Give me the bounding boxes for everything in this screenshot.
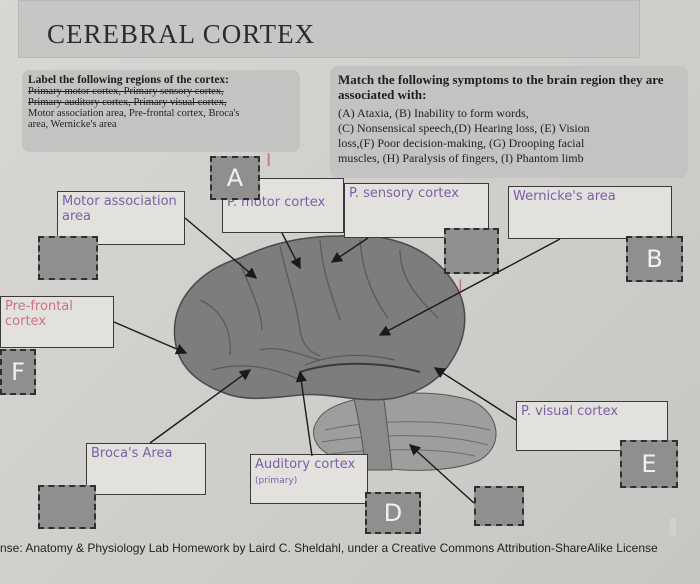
license-footer: nse: Anatomy & Physiology Lab Homework b… (0, 541, 658, 555)
label-broca[interactable]: Broca's Area (86, 443, 206, 495)
label-primary-sensory-text: P. sensory cortex (349, 186, 459, 201)
arrow-cerebellum (408, 444, 475, 504)
answer-box-cerebellum[interactable] (474, 486, 524, 526)
symptoms-instructions: Match the following symptoms to the brai… (330, 66, 688, 178)
answer-box-prefrontal[interactable]: F (0, 349, 36, 395)
label-motor-association-text: Motor association area (62, 194, 177, 224)
answer-box-wernicke[interactable]: B (626, 236, 683, 282)
arrow-prefrontal (113, 321, 188, 355)
regions-line-1: Primary motor cortex, Primary sensory co… (28, 86, 224, 97)
answer-box-motor-assoc[interactable] (38, 236, 98, 280)
label-auditory-text: Auditory cortex (255, 457, 356, 472)
arrow-wernicke (378, 238, 561, 336)
answer-wernicke: B (646, 245, 663, 273)
label-auditory-note: (primary) (255, 476, 298, 486)
regions-line-3: Motor association area, Pre-frontal cort… (28, 108, 240, 119)
label-prefrontal[interactable]: Pre-frontal cortex (0, 296, 114, 348)
symptoms-line-2: (C) Nonsensical speech,(D) Hearing loss,… (338, 121, 590, 135)
label-prefrontal-text: Pre-frontal cortex (5, 299, 73, 329)
answer-sensory-mark: I (458, 276, 463, 295)
answer-prefrontal: F (11, 358, 25, 386)
answer-box-motor[interactable]: A (210, 156, 260, 200)
regions-instructions: Label the following regions of the corte… (22, 70, 300, 152)
answer-motor: A (226, 164, 244, 192)
answer-box-visual[interactable]: E (620, 440, 678, 488)
arrow-motor-assoc (184, 217, 258, 279)
label-auditory[interactable]: Auditory cortex (primary) (250, 454, 368, 504)
symptoms-line-3: loss,(F) Poor decision-making, (G) Droop… (338, 136, 585, 150)
regions-line-2: Primary auditory cortex, Primary visual … (28, 97, 227, 108)
answer-auditory: D (383, 499, 403, 527)
arrow-visual (433, 367, 517, 421)
answer-box-auditory[interactable]: D (365, 492, 421, 534)
label-primary-visual[interactable]: P. visual cortex (516, 401, 668, 451)
label-primary-visual-text: P. visual cortex (521, 404, 619, 419)
page-title: CEREBRAL CORTEX (47, 19, 316, 49)
regions-heading: Label the following regions of the corte… (28, 74, 230, 86)
arrow-broca (149, 369, 252, 444)
answer-motor-mark: I (266, 150, 272, 171)
symptoms-line-4: muscles, (H) Paralysis of fingers, (I) P… (338, 151, 584, 165)
label-broca-text: Broca's Area (91, 446, 173, 461)
arrow-primary-sensory (330, 237, 369, 263)
title-bar: CEREBRAL CORTEX (18, 0, 640, 58)
answer-visual: E (641, 450, 657, 478)
symptoms-line-1: (A) Ataxia, (B) Inability to form words, (338, 106, 529, 120)
arrow-auditory (295, 370, 313, 457)
page-mark (670, 518, 676, 536)
symptoms-heading: Match the following symptoms to the brai… (338, 72, 664, 102)
label-wernicke-text: Wernicke's area (513, 189, 616, 204)
regions-line-4: area, Wernicke's area (28, 119, 117, 130)
answer-box-broca[interactable] (38, 485, 96, 529)
label-wernicke[interactable]: Wernicke's area (508, 186, 672, 239)
answer-box-sensory[interactable] (444, 228, 499, 274)
arrow-primary-motor (281, 232, 301, 270)
